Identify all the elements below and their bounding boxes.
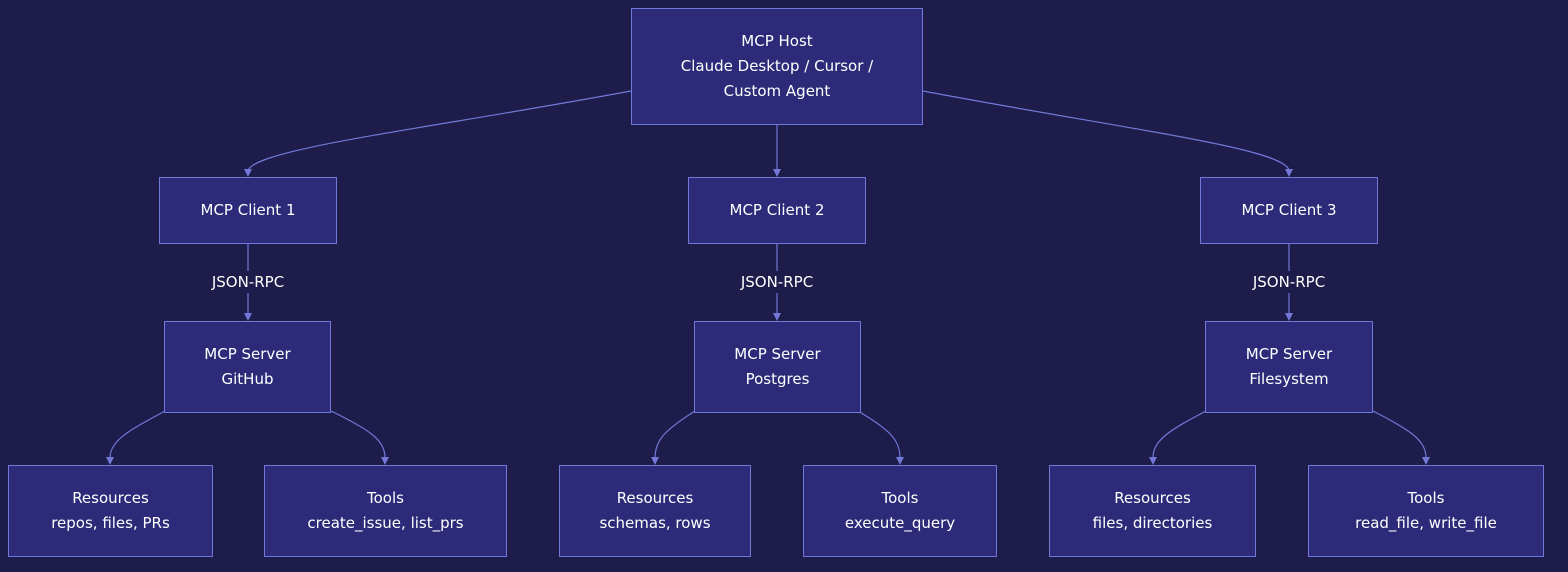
host-subtitle-line-2: Custom Agent bbox=[723, 82, 831, 100]
server-github-name: GitHub bbox=[221, 370, 274, 388]
edge-label-json-rpc-1: JSON-RPC bbox=[207, 271, 289, 293]
client-3-label: MCP Client 3 bbox=[1241, 201, 1337, 219]
edge-label-json-rpc-2: JSON-RPC bbox=[736, 271, 818, 293]
github-resources-detail: repos, files, PRs bbox=[51, 514, 170, 532]
postgres-tools-title: Tools bbox=[881, 489, 919, 507]
github-tools-title: Tools bbox=[367, 489, 404, 507]
filesystem-resources-detail: files, directories bbox=[1092, 514, 1213, 532]
server-postgres-name: Postgres bbox=[745, 370, 810, 388]
arrowhead-filesystem-tools bbox=[1422, 457, 1430, 465]
edge-github-resources bbox=[109, 410, 166, 459]
edge-github-tools bbox=[330, 410, 386, 459]
mcp-host-node: MCP Host Claude Desktop / Cursor / Custo… bbox=[631, 8, 923, 125]
client-2-label: MCP Client 2 bbox=[729, 201, 825, 219]
edge-filesystem-resources bbox=[1152, 410, 1207, 459]
arrowhead-filesystem-resources bbox=[1149, 457, 1157, 465]
github-tools-detail: create_issue, list_prs bbox=[307, 514, 464, 532]
arrowhead-github-tools bbox=[381, 457, 389, 465]
server-postgres-title: MCP Server bbox=[734, 345, 821, 363]
server-github-title: MCP Server bbox=[204, 345, 291, 363]
arrowhead-postgres-tools bbox=[896, 457, 904, 465]
server-filesystem-title: MCP Server bbox=[1245, 345, 1333, 363]
arrowhead-postgres-resources bbox=[651, 457, 659, 465]
filesystem-tools-detail: read_file, write_file bbox=[1355, 514, 1497, 532]
host-title: MCP Host bbox=[741, 32, 813, 50]
filesystem-resources-title: Resources bbox=[1114, 489, 1191, 507]
mcp-client-1-node: MCP Client 1 bbox=[159, 177, 337, 244]
mcp-client-2-node: MCP Client 2 bbox=[688, 177, 866, 244]
client-1-label: MCP Client 1 bbox=[200, 201, 296, 219]
mcp-client-3-node: MCP Client 3 bbox=[1200, 177, 1378, 244]
edge-host-client-1 bbox=[247, 90, 632, 171]
host-subtitle-line-1: Claude Desktop / Cursor / bbox=[680, 57, 874, 75]
postgres-resources-node: Resources schemas, rows bbox=[559, 465, 751, 557]
edge-postgres-resources bbox=[654, 410, 696, 459]
mcp-server-postgres-node: MCP Server Postgres bbox=[694, 321, 861, 413]
github-resources-title: Resources bbox=[72, 489, 149, 507]
edge-label-json-rpc-3: JSON-RPC bbox=[1248, 271, 1330, 293]
server-filesystem-name: Filesystem bbox=[1249, 370, 1329, 388]
filesystem-tools-node: Tools read_file, write_file bbox=[1308, 465, 1544, 557]
arrowhead-client-3 bbox=[1285, 169, 1293, 177]
arrowhead-github-resources bbox=[106, 457, 114, 465]
postgres-tools-node: Tools execute_query bbox=[803, 465, 997, 557]
postgres-tools-detail: execute_query bbox=[844, 514, 956, 532]
github-resources-node: Resources repos, files, PRs bbox=[8, 465, 213, 557]
arrowhead-client-1 bbox=[244, 169, 252, 177]
edge-filesystem-tools bbox=[1372, 410, 1427, 459]
arrowhead-server-postgres bbox=[773, 313, 781, 321]
filesystem-tools-title: Tools bbox=[1407, 489, 1445, 507]
arrowhead-server-filesystem bbox=[1285, 313, 1293, 321]
filesystem-resources-node: Resources files, directories bbox=[1049, 465, 1256, 557]
postgres-resources-detail: schemas, rows bbox=[599, 514, 711, 532]
mcp-server-github-node: MCP Server GitHub bbox=[164, 321, 331, 413]
postgres-resources-title: Resources bbox=[616, 489, 694, 507]
arrowhead-server-github bbox=[244, 313, 252, 321]
mcp-server-filesystem-node: MCP Server Filesystem bbox=[1205, 321, 1373, 413]
github-tools-node: Tools create_issue, list_prs bbox=[264, 465, 507, 557]
edge-postgres-tools bbox=[857, 410, 901, 459]
edge-host-client-3 bbox=[922, 90, 1290, 171]
arrowhead-client-2 bbox=[773, 169, 781, 177]
